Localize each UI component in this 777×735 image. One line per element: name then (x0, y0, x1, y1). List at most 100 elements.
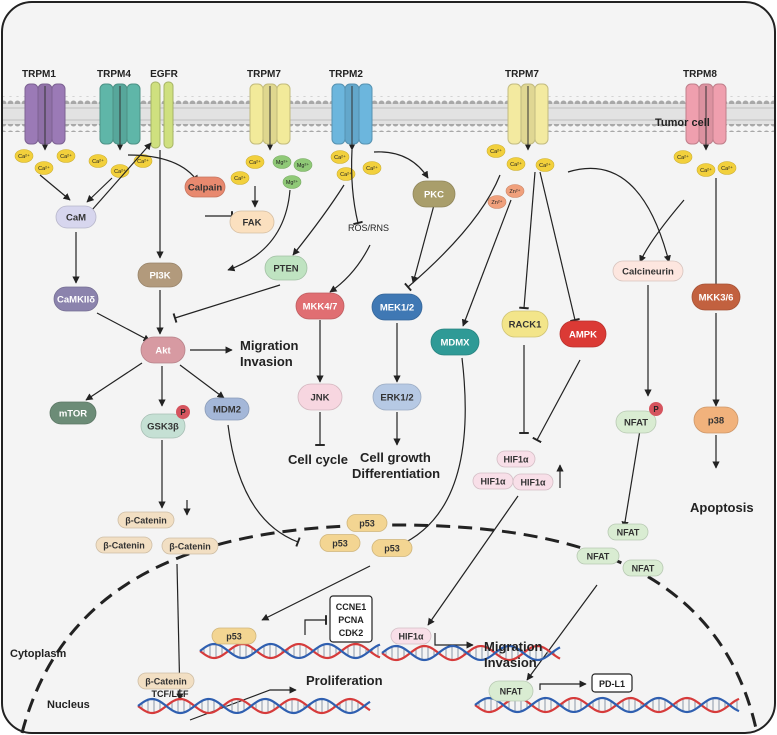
svg-text:MKK3/6: MKK3/6 (699, 293, 734, 304)
svg-text:MDM2: MDM2 (213, 405, 241, 416)
activation-edge (227, 189, 291, 272)
node-ampk: AMPK (559, 320, 607, 348)
inhibition-edge (539, 171, 580, 323)
svg-text:GSK3β: GSK3β (147, 422, 179, 433)
node-camkii: CaMKIIδ (53, 286, 99, 312)
mg-ion: Mg²⁺ (272, 155, 292, 169)
channel-label-trpm2: TRPM2 (329, 69, 363, 80)
svg-text:Ca²⁺: Ca²⁺ (721, 165, 733, 172)
node-mdmx: MDMX (430, 328, 480, 356)
channel-label-trpm7b: TRPM7 (505, 69, 539, 80)
node-fak: FAK (229, 210, 275, 234)
activation-edge (91, 142, 152, 211)
svg-text:MEK1/2: MEK1/2 (380, 303, 414, 314)
svg-text:NFAT: NFAT (587, 552, 610, 562)
ca-ion: Ca²⁺ (34, 161, 54, 175)
svg-text:HIF1α: HIF1α (398, 632, 424, 642)
activation-edge (567, 167, 671, 263)
svg-text:mTOR: mTOR (59, 409, 87, 420)
svg-text:NFAT: NFAT (617, 528, 640, 538)
node-p53-c: p53 (371, 539, 413, 557)
channel-label-trpm8: TRPM8 (683, 69, 717, 80)
ca-ion: Ca²⁺ (245, 155, 265, 169)
activation-edge (96, 312, 151, 342)
svg-text:Ca²⁺: Ca²⁺ (60, 153, 72, 160)
svg-text:Ca²⁺: Ca²⁺ (249, 159, 261, 166)
svg-text:NFAT: NFAT (632, 564, 655, 574)
nuc-migration-label: Migration (484, 639, 543, 654)
ca-ion: Ca²⁺ (88, 154, 108, 168)
inhibition-edge (519, 171, 536, 310)
svg-text:Ca²⁺: Ca²⁺ (366, 165, 378, 172)
node-nfat-b: NFAT (576, 547, 620, 565)
node-pkc: PKC (412, 180, 456, 208)
node-hif-a: HIF1α (496, 450, 536, 468)
svg-text:MKK4/7: MKK4/7 (303, 302, 338, 313)
dna-p53 (199, 642, 381, 660)
svg-text:P: P (653, 405, 659, 414)
channel-trpm2: TRPM2 (329, 69, 373, 151)
svg-text:Ca²⁺: Ca²⁺ (334, 154, 346, 161)
inhibition-edge (172, 284, 281, 323)
svg-text:Ca²⁺: Ca²⁺ (234, 175, 246, 182)
activation-edge (85, 362, 143, 401)
inhibition-edge (351, 149, 363, 226)
ros-rns-label: ROS/RNS (348, 223, 389, 233)
cell-cycle-label: Cell cycle (288, 452, 348, 467)
node-bcat-nuc: β-Catenin (137, 672, 195, 690)
nucleus-label: Nucleus (47, 699, 90, 711)
node-nfat-c: NFAT (622, 559, 664, 577)
node-cam: CaM (55, 205, 97, 229)
svg-text:PI3K: PI3K (149, 271, 170, 282)
svg-text:Akt: Akt (155, 346, 171, 357)
svg-text:Ca²⁺: Ca²⁺ (490, 148, 502, 155)
activation-edge (621, 429, 641, 529)
node-mkk36: MKK3/6 (691, 283, 741, 311)
cytoplasm-label: Cytoplasm (10, 648, 66, 660)
channel-trpm1: TRPM1 (22, 69, 66, 151)
ca-ion: Ca²⁺ (696, 163, 716, 177)
ca-ion: Ca²⁺ (506, 157, 526, 171)
svg-text:Calcineurin: Calcineurin (622, 267, 674, 278)
dna-hif (381, 644, 561, 662)
invasion-label: Invasion (240, 354, 293, 369)
svg-text:Mg²⁺: Mg²⁺ (297, 162, 309, 169)
node-mek12: MEK1/2 (371, 293, 423, 321)
svg-text:CaM: CaM (66, 213, 86, 224)
ca-ion: Ca²⁺ (535, 158, 555, 172)
node-hif-b: HIF1α (472, 472, 514, 490)
node-p53-a: p53 (346, 514, 388, 532)
svg-text:P: P (180, 408, 186, 417)
channel-trpm4: TRPM4 (97, 69, 141, 151)
svg-text:Ca²⁺: Ca²⁺ (114, 168, 126, 175)
channel-label-egfr: EGFR (150, 69, 179, 80)
svg-text:Ca²⁺: Ca²⁺ (137, 158, 149, 165)
p53-targets-box: CCNE1 PCNA CDK2 (329, 595, 373, 643)
activation-edge (329, 244, 371, 293)
node-pi3k: PI3K (137, 262, 183, 288)
ca-ion: Ca²⁺ (330, 150, 350, 164)
svg-text:PKC: PKC (424, 190, 444, 201)
node-erk12: ERK1/2 (372, 383, 422, 411)
node-p53-nuc: p53 (211, 627, 257, 645)
dna-bcatenin (137, 697, 371, 715)
target-cdk2: CDK2 (339, 628, 364, 638)
activation-edge (539, 680, 587, 690)
channel-egfr: EGFR (150, 69, 179, 149)
apoptosis-label: Apoptosis (690, 500, 754, 515)
activation-edge (427, 495, 519, 626)
activation-edge (261, 565, 371, 621)
node-nfat-p: NFAT (615, 410, 657, 434)
svg-text:HIF1α: HIF1α (520, 478, 546, 488)
activation-edge (526, 584, 598, 681)
svg-text:MDMX: MDMX (440, 338, 470, 349)
svg-text:AMPK: AMPK (569, 330, 597, 341)
mg-ion: Mg²⁺ (282, 175, 302, 189)
svg-text:Zn²⁺: Zn²⁺ (509, 188, 520, 195)
svg-text:CaMKIIδ: CaMKIIδ (57, 295, 95, 306)
node-p38: p38 (693, 406, 739, 434)
phospho-marker: P (649, 402, 663, 416)
activation-edge (292, 184, 345, 256)
svg-text:Ca²⁺: Ca²⁺ (92, 158, 104, 165)
